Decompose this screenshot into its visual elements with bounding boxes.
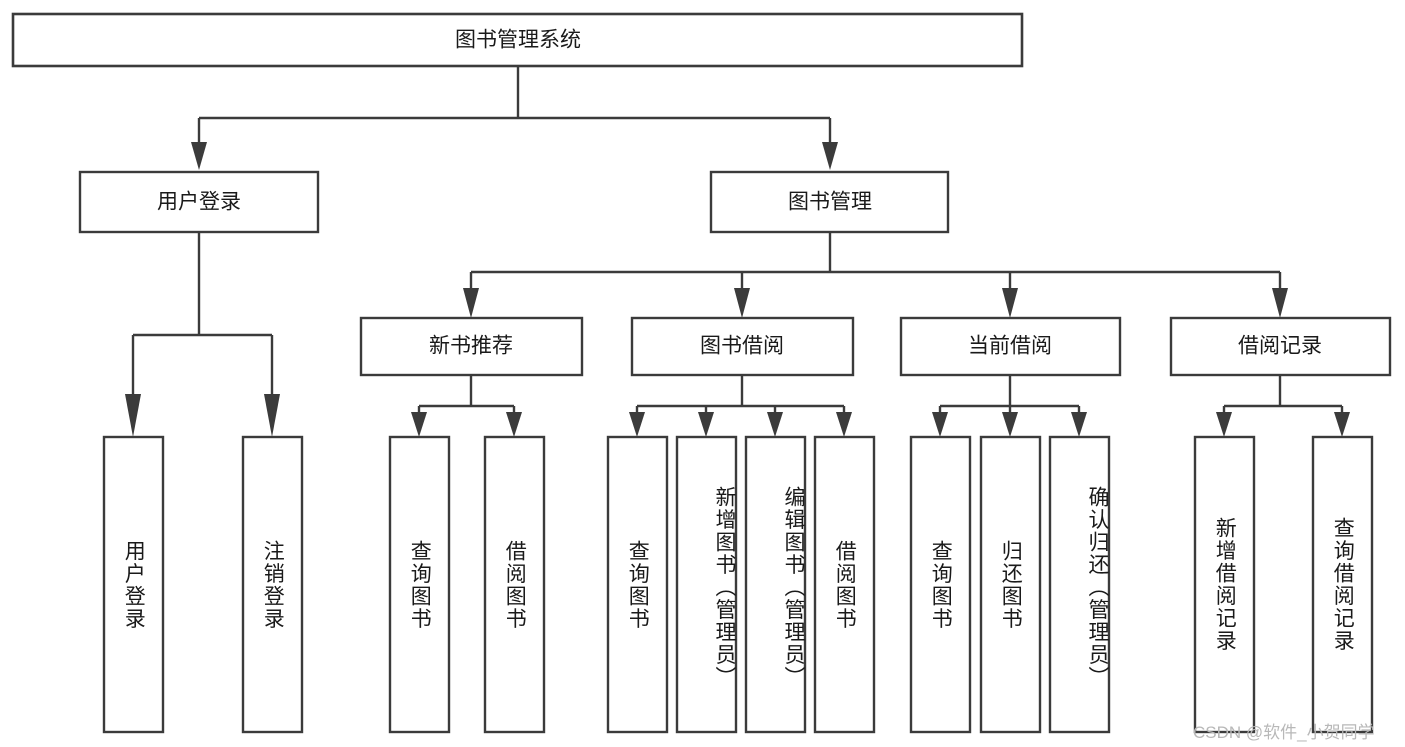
arrow-head-leaf-confirm-return [1071, 412, 1087, 437]
node-box-book-management[interactable] [709, 170, 950, 234]
arrow-head-leaf-logout-login [264, 394, 280, 437]
node-box-leaf-borrow-book-1[interactable] [483, 435, 546, 734]
arrow-head-book-management [822, 142, 838, 170]
node-label-current-borrow: 当前借阅 [968, 335, 1052, 358]
node-box-leaf-query-book-3[interactable] [909, 435, 972, 734]
node-box-book-borrow[interactable] [630, 316, 855, 377]
node-label-leaf-borrow-book-2: 借阅图书 [833, 539, 857, 630]
arrow-head-leaf-query-book-3 [932, 412, 948, 437]
node-box-root[interactable] [11, 12, 1024, 68]
arrow-head-borrow-record [1272, 288, 1288, 318]
connector-borrow-record-to-leaves [1216, 375, 1350, 437]
node-box-leaf-add-book[interactable] [675, 435, 738, 734]
arrow-head-leaf-add-book [698, 412, 714, 437]
node-label-leaf-query-book-3: 查询图书 [929, 539, 953, 630]
node-box-leaf-logout-login[interactable] [241, 435, 304, 734]
arrow-head-leaf-borrow-book-1 [506, 412, 522, 437]
connector-current-borrow-to-leaves [932, 375, 1087, 437]
arrow-head-leaf-query-book-2 [629, 412, 645, 437]
node-box-current-borrow[interactable] [899, 316, 1122, 377]
node-box-leaf-confirm-return[interactable] [1048, 435, 1111, 734]
arrow-head-leaf-borrow-book-2 [836, 412, 852, 437]
arrow-head-leaf-query-record [1334, 412, 1350, 437]
node-label-leaf-edit-book: 编辑图书（管理员） [782, 486, 805, 689]
node-label-leaf-confirm-return: 确认归还（管理员） [1086, 486, 1109, 689]
node-box-leaf-return-book[interactable] [979, 435, 1042, 734]
connector-book-management-to-level3 [463, 232, 1288, 318]
node-label-user-login: 用户登录 [157, 191, 241, 214]
node-label-leaf-query-record: 查询借阅记录 [1331, 517, 1355, 652]
node-box-leaf-edit-book[interactable] [744, 435, 807, 734]
node-label-new-book-recommend: 新书推荐 [429, 335, 513, 358]
node-label-book-management: 图书管理 [788, 191, 872, 214]
node-label-leaf-return-book: 归还图书 [999, 539, 1023, 630]
arrow-head-leaf-query-book-1 [411, 412, 427, 437]
connector-book-borrow-to-leaves [629, 375, 852, 437]
connector-new-book-to-leaves [411, 375, 522, 437]
node-box-borrow-record[interactable] [1169, 316, 1392, 377]
arrow-head-leaf-return-book [1002, 412, 1018, 437]
arrow-head-book-borrow [734, 288, 750, 318]
node-label-leaf-add-record: 新增借阅记录 [1213, 517, 1237, 652]
arrow-head-new-book [463, 288, 479, 318]
node-box-leaf-borrow-book-2[interactable] [813, 435, 876, 734]
node-box-leaf-query-book-1[interactable] [388, 435, 451, 734]
node-label-leaf-logout-login: 注销登录 [261, 539, 285, 630]
node-box-user-login[interactable] [78, 170, 320, 234]
node-box-leaf-add-record[interactable] [1193, 435, 1256, 734]
node-label-borrow-record: 借阅记录 [1238, 335, 1322, 358]
node-box-leaf-query-book-2[interactable] [606, 435, 669, 734]
arrow-head-leaf-add-record [1216, 412, 1232, 437]
node-box-new-book-recommend[interactable] [359, 316, 584, 377]
node-label-book-borrow: 图书借阅 [700, 335, 784, 358]
node-label-leaf-query-book-2: 查询图书 [626, 539, 650, 630]
node-box-leaf-user-login[interactable] [102, 435, 165, 734]
node-label-leaf-borrow-book-1: 借阅图书 [503, 539, 527, 630]
connector-user-login-to-leaves [125, 232, 280, 437]
arrow-head-current-borrow [1002, 288, 1018, 318]
arrow-head-leaf-edit-book [767, 412, 783, 437]
node-box-leaf-query-record[interactable] [1311, 435, 1374, 734]
node-label-leaf-user-login: 用户登录 [122, 539, 146, 630]
node-label-root: 图书管理系统 [455, 29, 581, 52]
watermark-label: CSDN @软件_小贺同学 [1193, 723, 1375, 742]
connector-root-to-level2 [191, 66, 838, 170]
arrow-head-user-login [191, 142, 207, 170]
node-label-leaf-add-book: 新增图书（管理员） [713, 486, 736, 689]
node-label-leaf-query-book-1: 查询图书 [408, 539, 432, 630]
arrow-head-leaf-user-login [125, 394, 141, 437]
